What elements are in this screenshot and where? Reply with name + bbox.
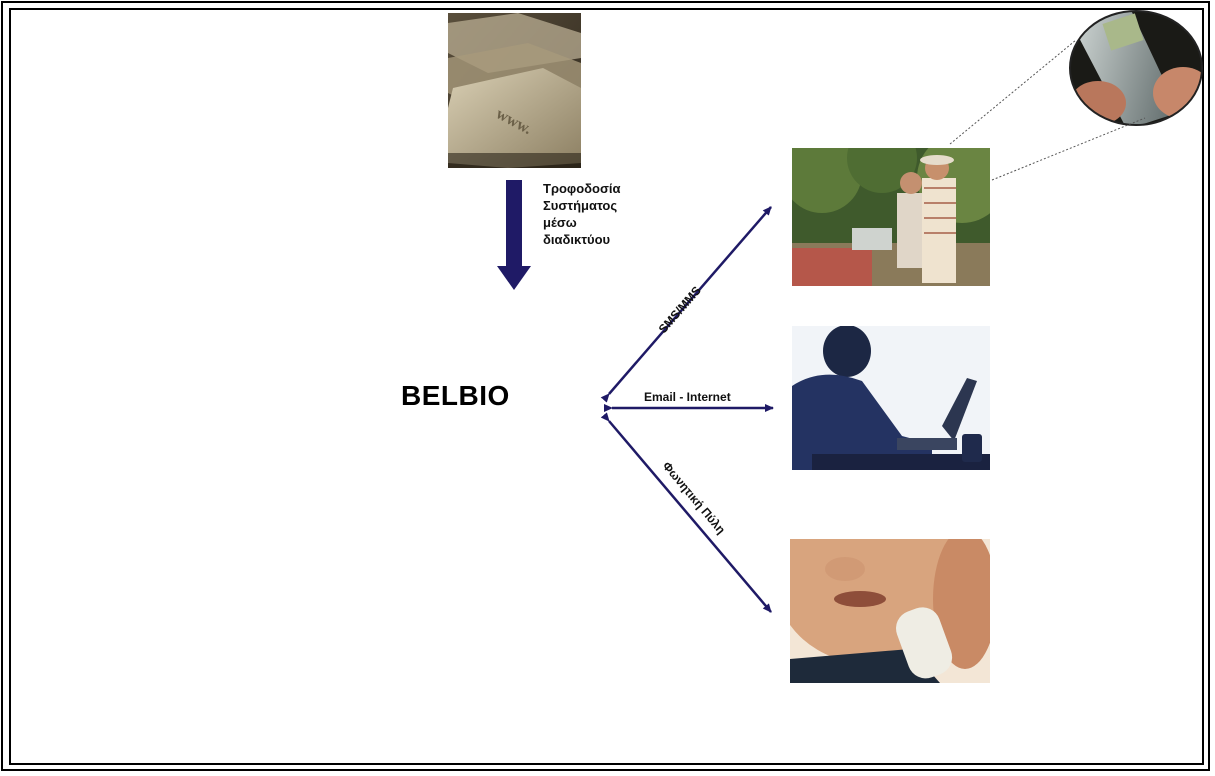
feed-caption-line-3: μέσω bbox=[543, 215, 577, 230]
person-on-telephone-image bbox=[790, 539, 990, 683]
feed-caption-line-2: Συστήματος bbox=[543, 198, 618, 213]
system-title: BELBIO bbox=[401, 380, 510, 411]
inner-frame bbox=[9, 8, 1204, 765]
email-label: Email - Internet bbox=[644, 390, 731, 404]
voice-label: Φωνητική Πύλη bbox=[660, 459, 728, 537]
www-cards-image: www. bbox=[448, 13, 581, 168]
person-at-laptop-image bbox=[792, 326, 990, 470]
feed-caption-line-4: διαδικτύου bbox=[543, 232, 611, 247]
feed-down-arrow bbox=[497, 180, 531, 290]
sms-label: SMS/MMS bbox=[656, 284, 704, 336]
feed-caption: Τροφοδοσία Συστήματος μέσω διαδικτύου bbox=[543, 180, 621, 248]
feed-caption-line-1: Τροφοδοσία bbox=[543, 181, 621, 196]
mobile-phone-closeup-image bbox=[1068, 8, 1205, 126]
callout-line-top bbox=[949, 39, 1077, 145]
sms-arrow bbox=[600, 206, 772, 403]
farmers-in-field-image bbox=[792, 148, 990, 286]
callout-line-bottom bbox=[991, 117, 1146, 181]
voice-arrow bbox=[600, 412, 772, 613]
